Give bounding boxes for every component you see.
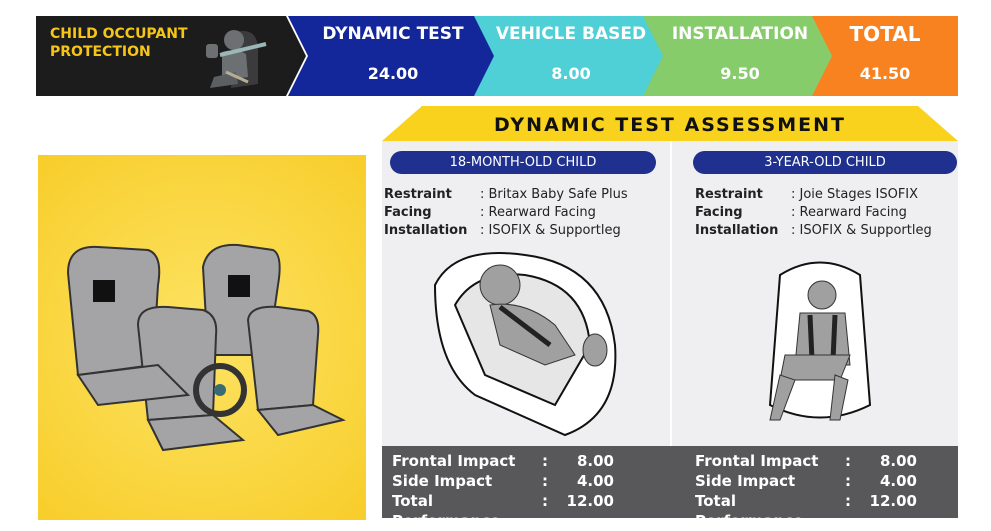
segment-label: TOTAL xyxy=(849,22,921,46)
results-panel: Frontal Impact: 8.00 Side Impact: 4.00 Tot… xyxy=(382,446,958,530)
total-performance-label: Total Performance xyxy=(695,492,804,530)
restraint-value: : Britax Baby Safe Plus xyxy=(480,187,628,202)
colon: : xyxy=(542,472,548,490)
colon: : xyxy=(845,452,851,470)
results-3-year: Frontal Impact: 8.00 Side Impact: 4.00 Tot… xyxy=(695,451,917,531)
child-seat-icon xyxy=(206,30,267,88)
restraint-info-3-year: Restraint : Joie Stages ISOFIX Facing : Re… xyxy=(695,186,932,240)
segment-label: DYNAMIC TEST xyxy=(322,24,464,44)
frontal-impact-label: Frontal Impact xyxy=(392,452,516,470)
side-impact-label: Side Impact xyxy=(392,472,493,490)
restraint-info-18-month: Restraint : Britax Baby Safe Plus Facing:… xyxy=(384,186,628,240)
colon: : xyxy=(845,492,851,510)
side-impact-value: 4.00 xyxy=(576,472,614,490)
total-performance-value: 12.00 xyxy=(869,492,917,510)
facing-value: : Rearward Facing xyxy=(480,205,596,220)
column-divider xyxy=(670,141,672,446)
dynamic-test-segment: DYNAMIC TEST 24.00 xyxy=(288,16,498,96)
segment-value: 9.50 xyxy=(720,64,760,83)
side-impact-label: Side Impact xyxy=(695,472,796,490)
assessment-title: DYNAMIC TEST ASSESSMENT xyxy=(494,114,846,136)
installation-segment: INSTALLATION 9.50 xyxy=(643,16,837,96)
frontal-impact-value: 8.00 xyxy=(879,452,917,470)
car-seats-icon xyxy=(66,243,346,452)
installation-label: Installation xyxy=(384,223,468,238)
facing-label: Facing xyxy=(384,205,432,220)
total-performance-label: Total Performance xyxy=(392,492,501,530)
segment-label: INSTALLATION xyxy=(671,24,809,44)
assessment-header: DYNAMIC TEST ASSESSMENT xyxy=(382,106,958,141)
colon: : xyxy=(845,472,851,490)
installation-label: Installation xyxy=(695,223,779,238)
restraint-label: Restraint xyxy=(384,187,452,202)
installation-value: : ISOFIX & Supportleg xyxy=(791,223,932,238)
colon: : xyxy=(542,452,548,470)
total-performance-value: 12.00 xyxy=(566,492,614,510)
segment-value: 24.00 xyxy=(367,64,419,83)
child-heading-3-year: 3-YEAR-OLD CHILD xyxy=(693,151,957,174)
score-banner: CHILD OCCUPANT PROTECTION DYNAMIC TEST 24… xyxy=(36,16,958,96)
installation-value: : ISOFIX & Supportleg xyxy=(480,223,621,238)
frontal-impact-value: 8.00 xyxy=(576,452,614,470)
vehicle-based-segment: VEHICLE BASED 8.00 xyxy=(474,16,668,96)
results-18-month: Frontal Impact: 8.00 Side Impact: 4.00 Tot… xyxy=(392,451,614,531)
restraint-label: Restraint xyxy=(695,187,763,202)
facing-label: Facing xyxy=(695,205,743,220)
segment-label: VEHICLE BASED xyxy=(495,24,647,44)
banner-title: CHILD OCCUPANT PROTECTION xyxy=(50,26,188,60)
side-impact-value: 4.00 xyxy=(879,472,917,490)
frontal-impact-label: Frontal Impact xyxy=(695,452,819,470)
vehicle-seats-illustration xyxy=(38,155,366,520)
child-occupant-protection-segment: CHILD OCCUPANT PROTECTION xyxy=(36,16,306,96)
segment-value: 8.00 xyxy=(551,64,591,83)
child-seat-illustration xyxy=(768,261,872,421)
segment-value: 41.50 xyxy=(859,64,911,83)
total-segment: TOTAL 41.50 xyxy=(812,16,958,96)
colon: : xyxy=(542,492,548,510)
child-heading-18-month: 18-MONTH-OLD CHILD xyxy=(390,151,656,174)
restraint-value: : Joie Stages ISOFIX xyxy=(791,187,919,202)
infant-carrier-illustration xyxy=(433,252,617,437)
facing-value: : Rearward Facing xyxy=(791,205,907,220)
